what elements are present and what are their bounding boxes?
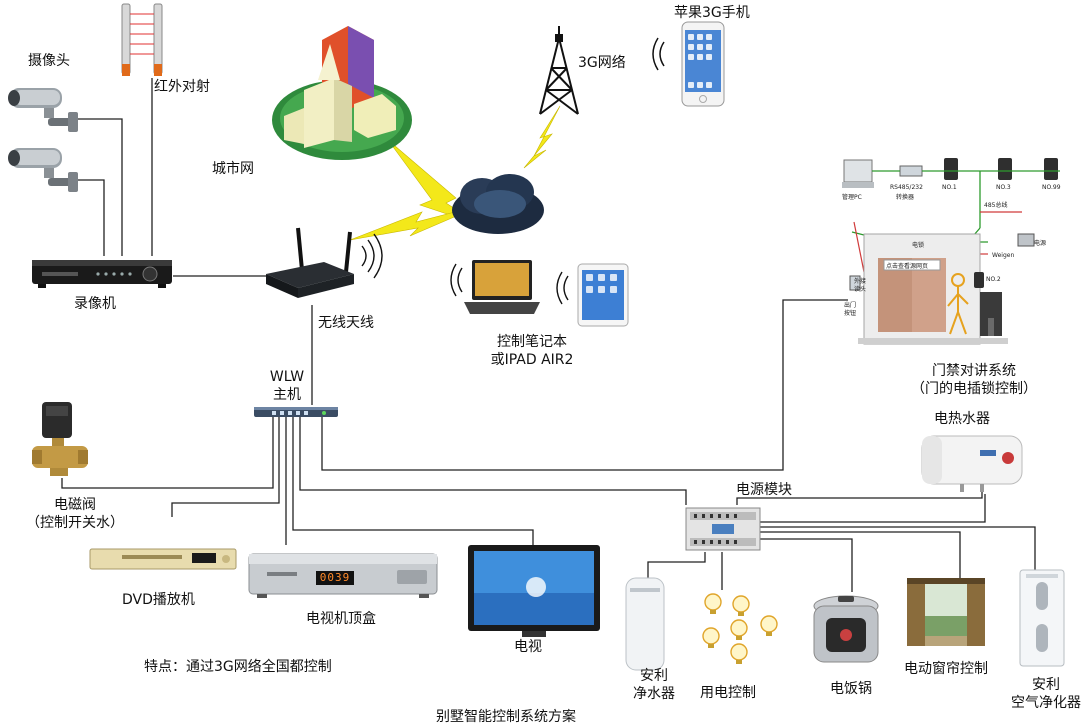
- water-heater-icon: [920, 432, 1026, 494]
- city-buildings-icon: [270, 20, 420, 165]
- label-tv-settop-box: 电视机顶盒: [306, 611, 376, 627]
- label-weigen: Weigen: [992, 252, 1015, 259]
- wire-host-tv: [292, 417, 534, 545]
- wire-module-heater2: [760, 494, 986, 523]
- label-tv: 电视: [514, 639, 542, 655]
- bolt-tower: [523, 105, 561, 169]
- wire-host-dvd: [171, 417, 280, 517]
- label-curtain-control: 电动窗帘控制: [904, 661, 988, 677]
- label-rice-cooker: 电饭锅: [830, 681, 872, 697]
- label-control-laptop-l1: 控制笔记本: [497, 334, 567, 350]
- water-purifier-icon: [620, 574, 670, 674]
- cell-tower-icon: [534, 24, 584, 116]
- window-curtain-icon: [905, 576, 987, 648]
- access-control-panel: 管理PC RS485/232 转换器 NO.1 NO.3 NO.99 485总线…: [838, 152, 1070, 362]
- label-camera: 摄像头: [28, 53, 70, 69]
- label-reader-l2: 读头: [854, 286, 867, 293]
- solenoid-valve-icon: [30, 398, 92, 478]
- label-no3: NO.3: [996, 184, 1011, 191]
- rice-cooker-icon: [808, 592, 884, 674]
- wire-camera1-dvr: [78, 118, 123, 256]
- label-rs485: RS485/232: [890, 184, 923, 191]
- label-wireless-antenna: 无线天线: [318, 315, 374, 331]
- footer-title: 别墅智能控制系统方案: [436, 709, 576, 725]
- label-water-purifier-l1: 安利: [640, 668, 668, 684]
- label-no2: NO.2: [986, 276, 1001, 283]
- wire-host-valve: [61, 417, 274, 489]
- network-switch-icon: [252, 403, 342, 421]
- label-converter: 转换器: [896, 194, 915, 201]
- label-infrared: 红外对射: [154, 79, 210, 95]
- label-power-module: 电源模块: [736, 482, 792, 498]
- label-power-control: 用电控制: [700, 685, 756, 701]
- label-apple-phone: 苹果3G手机: [674, 5, 750, 21]
- dvr-recorder-icon: [30, 256, 175, 294]
- label-mgmt-pc: 管理PC: [842, 194, 862, 201]
- label-air-purifier-l1: 安利: [1032, 677, 1060, 693]
- storm-cloud-icon: [448, 170, 548, 238]
- light-bulbs-icon: [695, 590, 787, 670]
- label-wlw-host-l1: WLW: [269, 369, 305, 385]
- label-dvr: 录像机: [74, 296, 116, 312]
- label-access-control-l2: （门的电插锁控制）: [911, 381, 1037, 397]
- label-no1: NO.1: [942, 184, 957, 191]
- air-purifier-icon: [1016, 568, 1068, 668]
- features-note: 特点：通过3G网络全国都控制: [144, 659, 332, 675]
- power-module-icon: [682, 504, 764, 554]
- infrared-beam-sensor-icon: [118, 2, 168, 78]
- security-camera-icon: [4, 144, 82, 196]
- label-solenoid-valve-l1: 电磁阀: [54, 497, 96, 513]
- wire-module-cooker: [760, 538, 853, 592]
- label-lock: 电锁: [912, 242, 925, 249]
- wire-module-heater: [736, 490, 983, 505]
- television-icon: [466, 543, 602, 639]
- label-power: 电源: [1034, 240, 1047, 247]
- label-exit-button-l1: 出门: [844, 302, 857, 309]
- wire-module-air: [760, 526, 1036, 570]
- label-no99: NO.99: [1042, 184, 1061, 191]
- label-dvd-player: DVD播放机: [122, 592, 195, 608]
- label-city-network: 城市网: [212, 161, 254, 177]
- wire-module-purifier: [647, 552, 706, 578]
- laptop-icon: [450, 258, 540, 318]
- dvd-player-icon: [88, 545, 238, 573]
- label-access-control-l1: 门禁对讲系统: [932, 363, 1016, 379]
- label-wlw-host-l2: 主机: [273, 387, 301, 403]
- wire-host-module: [299, 417, 687, 505]
- wire-module-curtain: [760, 531, 961, 578]
- label-exit-button-l2: 按钮: [844, 310, 857, 317]
- security-camera-icon: [4, 84, 82, 136]
- tablet-icon: [556, 262, 630, 328]
- label-water-purifier-l2: 净水器: [633, 686, 675, 702]
- wire-host-door: [321, 299, 848, 471]
- label-water-heater: 电热水器: [934, 411, 990, 427]
- settop-display: 0039: [316, 571, 354, 585]
- label-hint: 点击查看源网页: [886, 263, 929, 270]
- label-reader-l1: 外接: [854, 278, 867, 285]
- label-485bus: 485总线: [984, 202, 1008, 209]
- wifi-router-icon: [262, 222, 386, 302]
- label-control-laptop-l2: 或IPAD AIR2: [490, 352, 574, 368]
- label-solenoid-valve-l2: （控制开关水）: [26, 515, 124, 531]
- label-3g-network: 3G网络: [578, 55, 626, 71]
- label-air-purifier-l2: 空气净化器: [1011, 695, 1081, 711]
- smartphone-icon: [650, 20, 728, 108]
- wire-camera2-dvr: [76, 179, 105, 256]
